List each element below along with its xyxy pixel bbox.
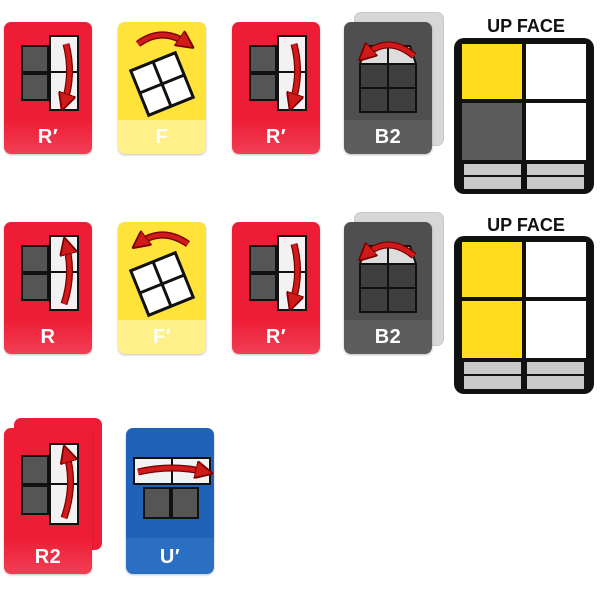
up-face-cube-icon	[454, 236, 594, 394]
move-label: F′	[118, 320, 206, 354]
move-card-b2[interactable]: B2	[344, 22, 432, 154]
move-card-f[interactable]: F	[118, 22, 206, 154]
face-rotate-counterclockwise-icon	[128, 222, 196, 318]
right-column-down-arrow-icon	[249, 35, 307, 122]
move-card-r[interactable]: R	[4, 222, 92, 354]
move-card-r-prime[interactable]: R′	[4, 22, 92, 154]
move-label: R′	[4, 120, 92, 154]
move-label: B2	[344, 120, 432, 154]
move-label: R	[4, 320, 92, 354]
up-face-cube-icon	[454, 38, 594, 194]
up-face-label: UP FACE	[487, 215, 565, 235]
move-card-b2[interactable]: B2	[344, 222, 432, 354]
move-label: R′	[232, 120, 320, 154]
move-label: B2	[344, 320, 432, 354]
move-card-r2[interactable]: R2	[4, 428, 92, 574]
back-face-rotate-icon	[344, 41, 418, 113]
face-rotate-clockwise-icon	[128, 22, 206, 118]
right-column-up-arrow-icon	[21, 235, 79, 311]
move-card-u-prime[interactable]: U′	[126, 428, 214, 574]
right-column-up-arrow-icon	[21, 443, 79, 525]
up-face-label: UP FACE	[487, 16, 565, 36]
move-label: F	[118, 120, 206, 154]
right-column-down-arrow-icon	[249, 235, 307, 322]
move-label: R2	[4, 538, 92, 574]
move-card-r-prime[interactable]: R′	[232, 222, 320, 354]
move-card-r-prime[interactable]: R′	[232, 22, 320, 154]
right-column-down-arrow-icon	[21, 35, 79, 122]
back-face-rotate-icon	[344, 241, 418, 313]
move-card-f-prime[interactable]: F′	[118, 222, 206, 354]
top-row-right-arrow-icon	[133, 457, 214, 519]
move-label: U′	[126, 538, 214, 574]
move-label: R′	[232, 320, 320, 354]
